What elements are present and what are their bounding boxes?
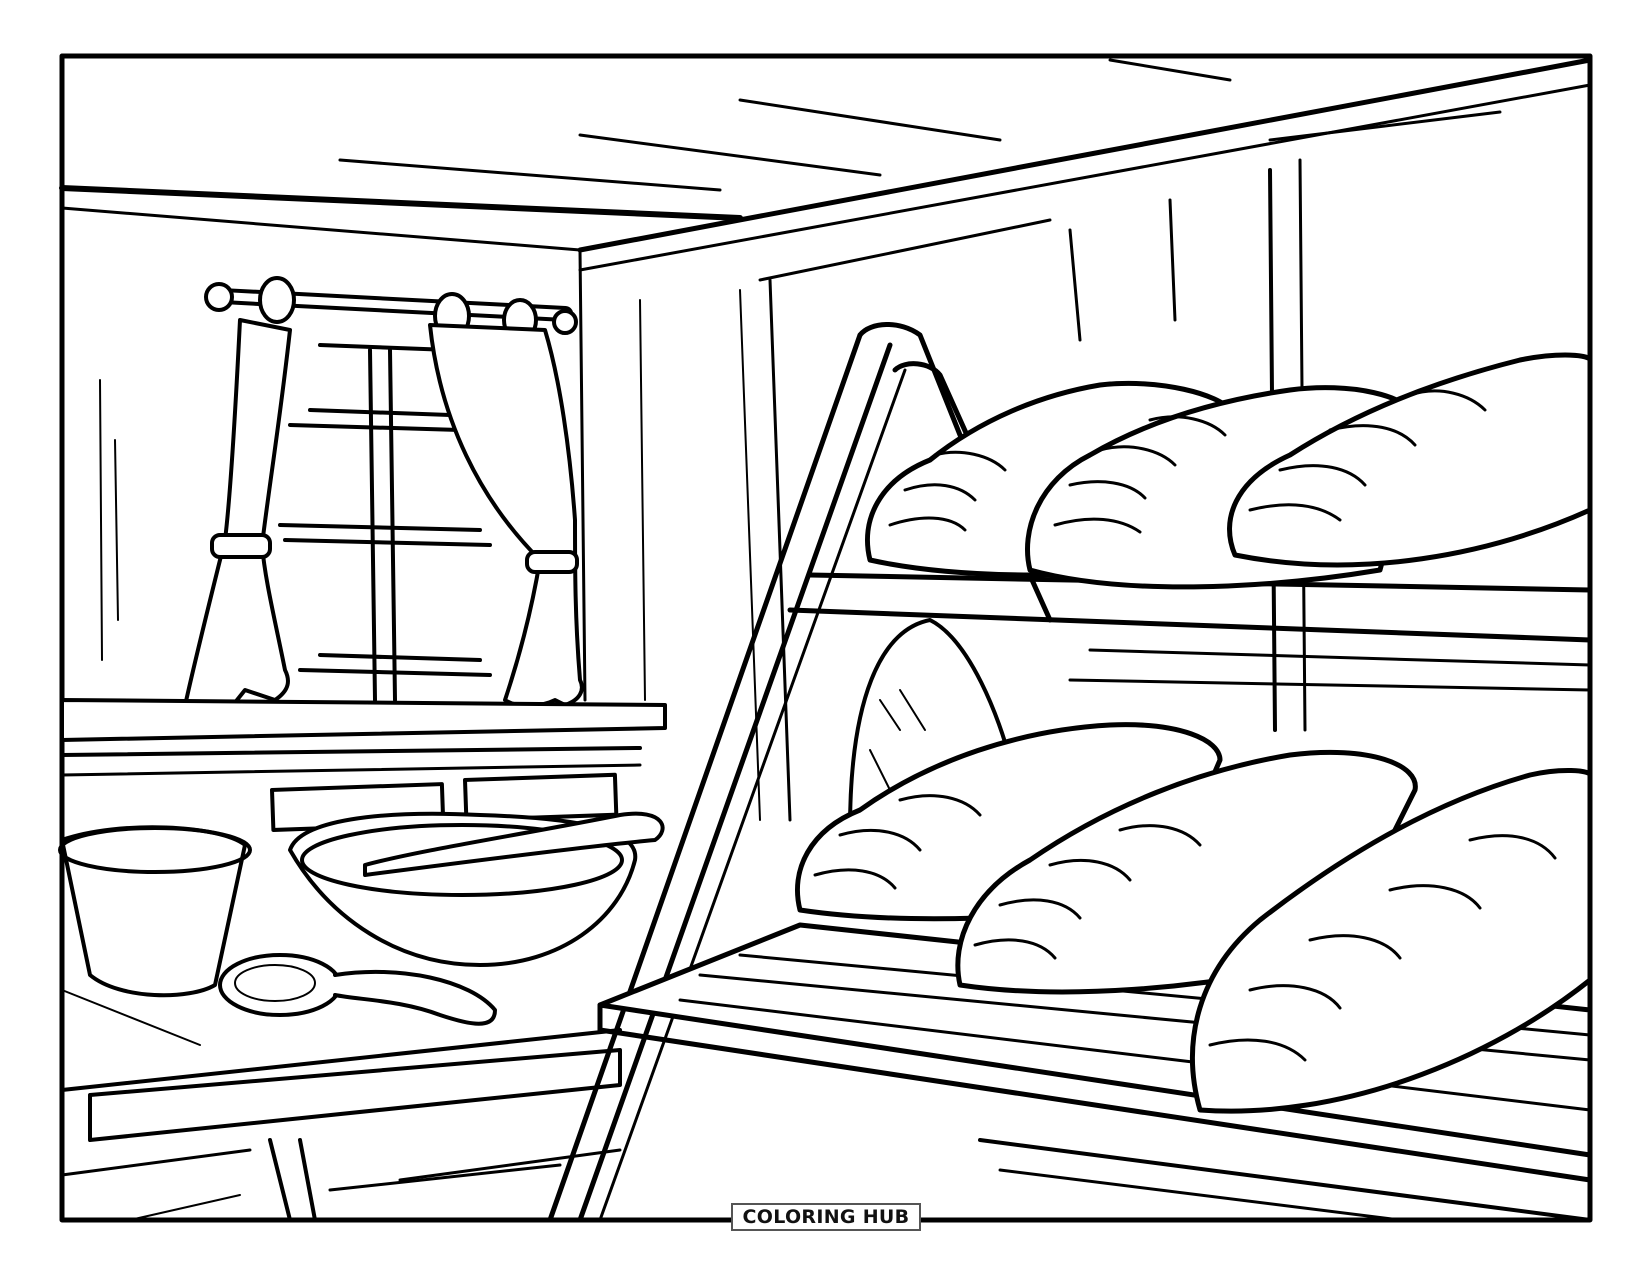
bread-rack-frame xyxy=(547,322,1593,1223)
floor-lines xyxy=(60,1148,562,1221)
table xyxy=(60,989,622,1222)
mixing-bowl xyxy=(288,811,665,967)
ceiling-lines xyxy=(59,58,1502,252)
bread-loaves-lower xyxy=(795,722,1593,1114)
bread-scores-lower xyxy=(813,794,1557,1062)
curtain-rod xyxy=(204,276,578,342)
window-sill xyxy=(60,698,667,832)
cup xyxy=(58,825,252,998)
spoon xyxy=(218,953,497,1026)
window xyxy=(278,343,492,702)
logo-text: COLORING HUB xyxy=(742,1206,910,1228)
left-curtain xyxy=(180,318,292,728)
bread-scores-upper xyxy=(888,389,1487,534)
wall-beams xyxy=(99,57,1593,822)
bread-loaves-upper xyxy=(865,352,1593,590)
coloring-hub-logo: COLORING HUB xyxy=(731,1203,921,1231)
right-curtain xyxy=(428,323,584,708)
oven-arch xyxy=(848,618,1012,832)
